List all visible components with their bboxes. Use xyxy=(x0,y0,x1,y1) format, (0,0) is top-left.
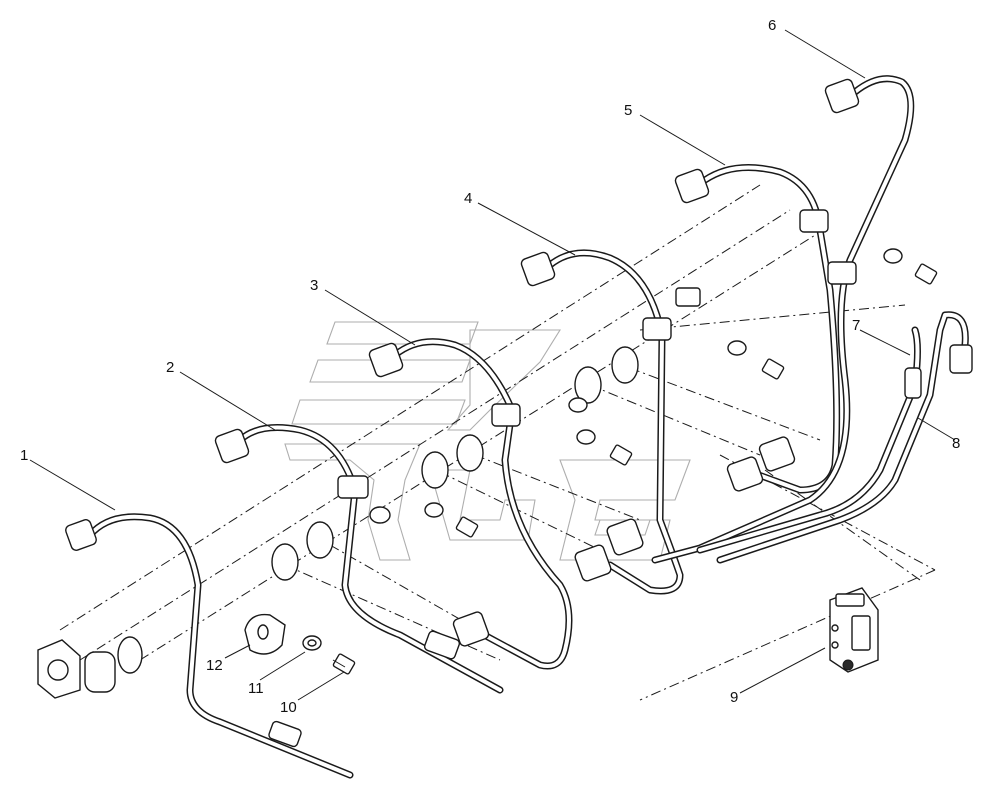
clamp-12 xyxy=(244,613,286,655)
callout-labels: 1 2 3 4 5 6 7 8 9 10 11 12 xyxy=(20,17,960,716)
injection-pipe-1 xyxy=(65,513,354,779)
injector-fittings xyxy=(37,346,639,699)
callout-10: 10 xyxy=(280,699,297,716)
washer-11 xyxy=(302,635,322,651)
callout-4: 4 xyxy=(464,190,472,207)
callout-11: 11 xyxy=(248,680,264,697)
callout-2: 2 xyxy=(166,359,174,376)
centerlines xyxy=(59,184,936,701)
callout-5: 5 xyxy=(624,102,632,119)
callout-9: 9 xyxy=(730,689,738,706)
injection-pipe-2 xyxy=(214,424,504,694)
leader-lines xyxy=(29,29,956,701)
injection-pipe-4 xyxy=(520,249,701,595)
clamp-bracket-9 xyxy=(829,587,879,673)
callout-1: 1 xyxy=(20,447,28,464)
return-pipe-8 xyxy=(716,311,973,564)
injection-pipe-3 xyxy=(368,338,573,670)
injection-pipe-5 xyxy=(674,164,841,494)
bolts-and-washers xyxy=(424,248,938,538)
callout-7: 7 xyxy=(852,317,860,334)
return-pipe-7 xyxy=(696,326,922,554)
callout-6: 6 xyxy=(768,17,776,34)
callout-12: 12 xyxy=(206,657,223,674)
bolt-10 xyxy=(332,653,356,675)
callout-8: 8 xyxy=(952,435,960,452)
injection-pipe-6 xyxy=(651,75,915,564)
callout-3: 3 xyxy=(310,277,318,294)
